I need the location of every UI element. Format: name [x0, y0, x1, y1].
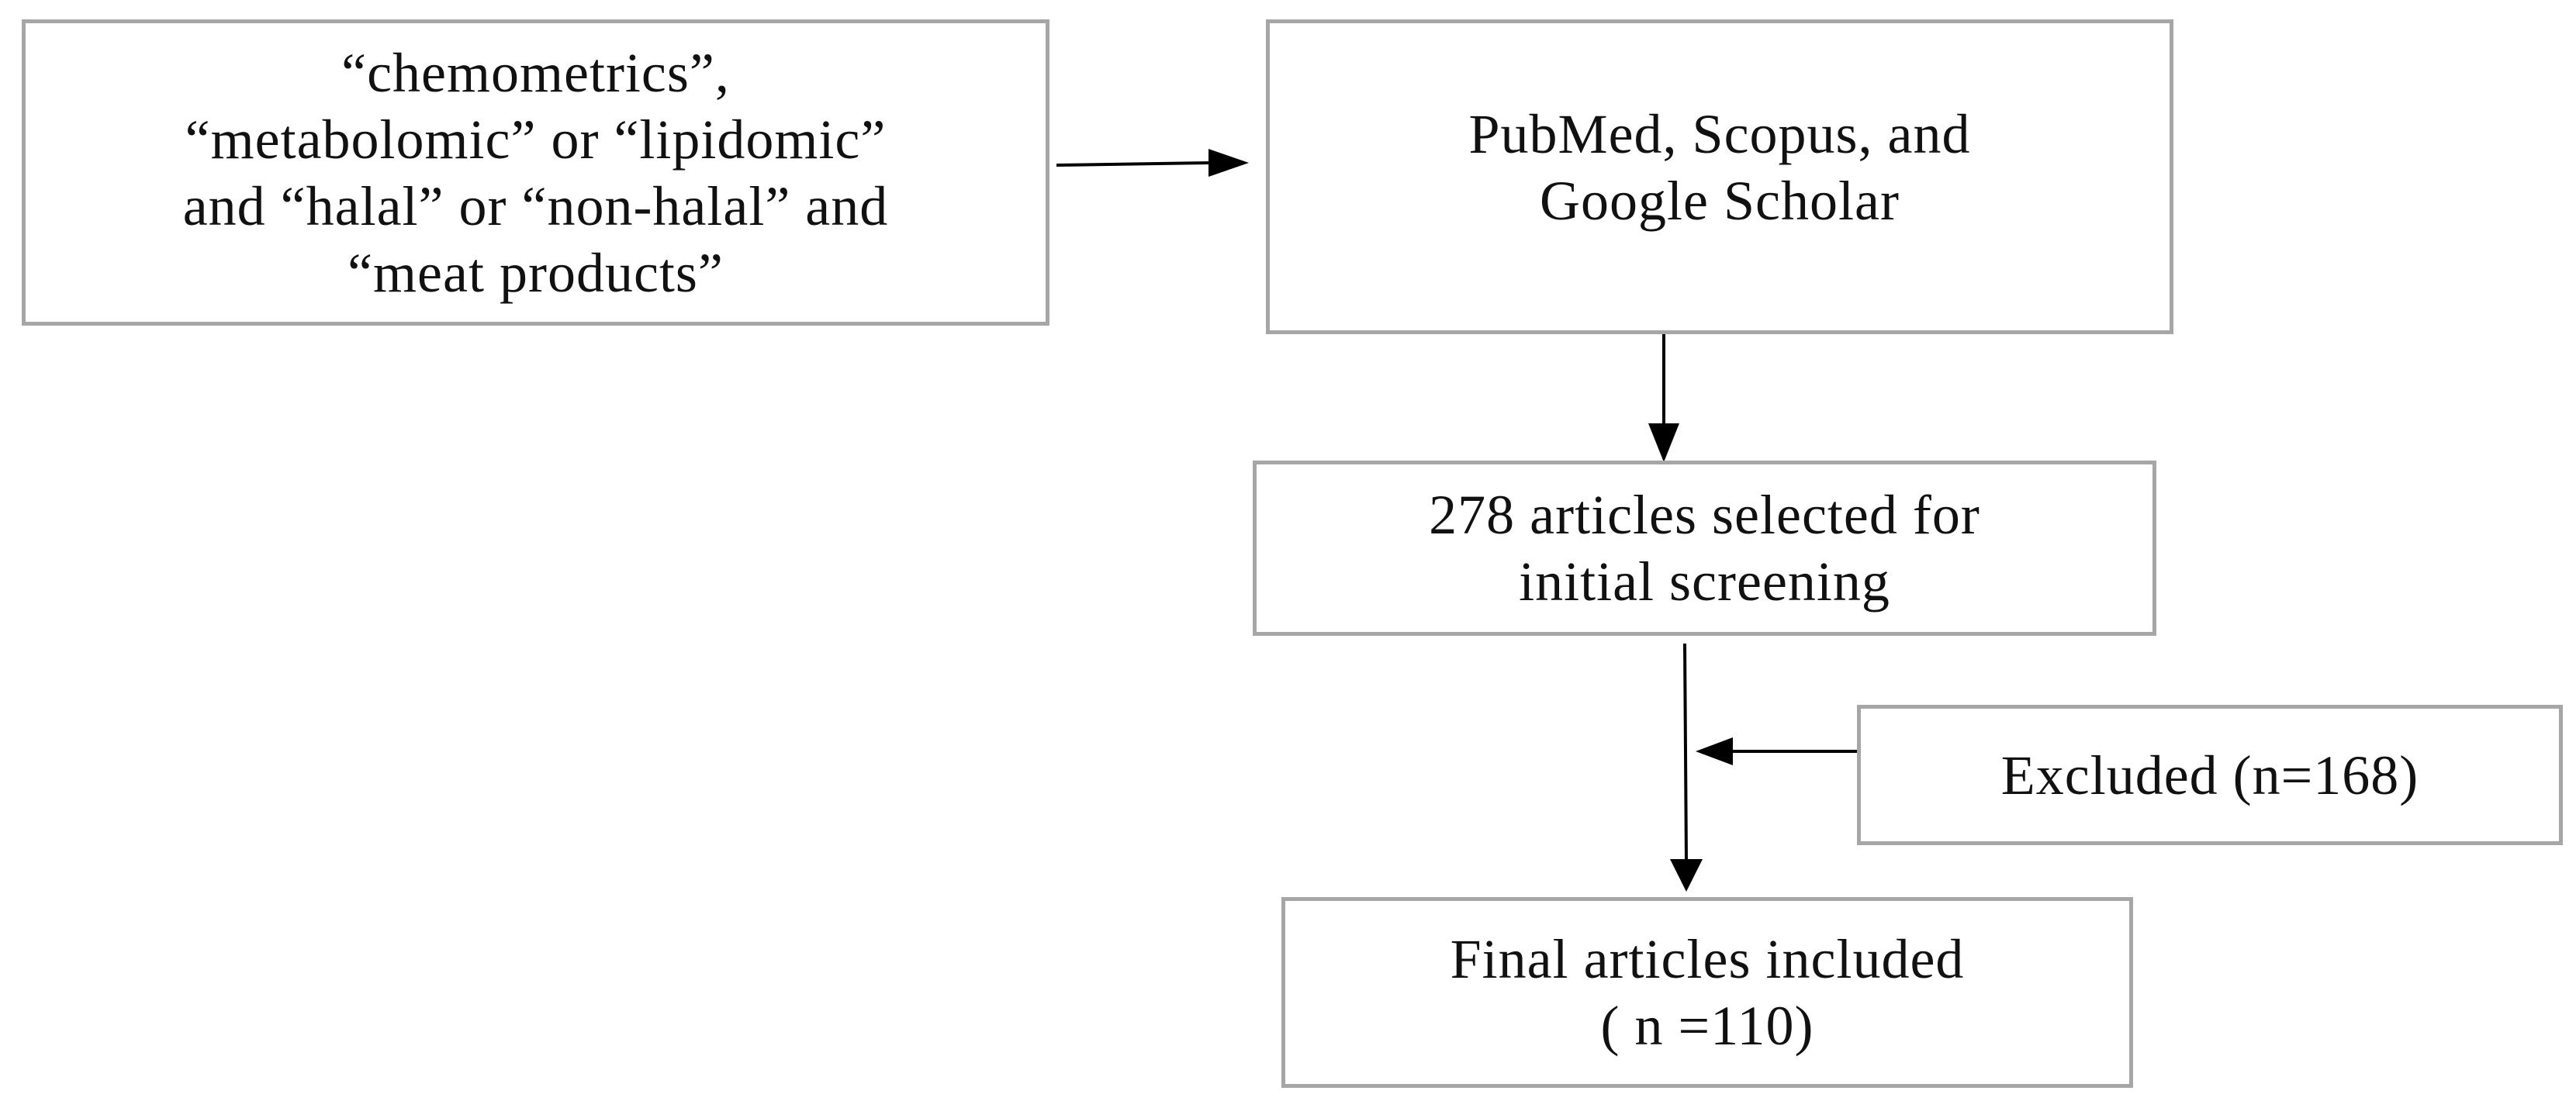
- screening-text: 278 articles selected for initial screen…: [1429, 482, 1980, 615]
- screening-box: 278 articles selected for initial screen…: [1253, 461, 2156, 636]
- arrow-search-to-databases: [1056, 149, 1249, 177]
- final-articles-line: ( n =110): [1600, 995, 1814, 1057]
- screening-line: 278 articles selected for: [1429, 484, 1980, 546]
- search-terms-text: “chemometrics”, “metabolomic” or “lipido…: [183, 40, 889, 306]
- final-articles-box: Final articles included ( n =110): [1281, 897, 2133, 1088]
- excluded-box: Excluded (n=168): [1857, 705, 2563, 845]
- final-articles-text: Final articles included ( n =110): [1451, 926, 1965, 1059]
- databases-box: PubMed, Scopus, and Google Scholar: [1266, 19, 2173, 334]
- databases-text: PubMed, Scopus, and Google Scholar: [1469, 101, 1971, 234]
- arrow-screening-to-final: [1670, 643, 1703, 892]
- excluded-line: Excluded (n=168): [2000, 744, 2419, 806]
- databases-line: PubMed, Scopus, and: [1468, 103, 1971, 165]
- arrow-databases-to-screening: [1648, 334, 1679, 462]
- search-terms-line: “meat products”: [348, 241, 724, 304]
- databases-line: Google Scholar: [1540, 170, 1900, 232]
- arrow-excluded: [1696, 737, 1857, 765]
- search-terms-line: “chemometrics”,: [341, 41, 730, 104]
- final-articles-line: Final articles included: [1450, 928, 1965, 990]
- screening-line: initial screening: [1519, 551, 1890, 613]
- search-terms-box: “chemometrics”, “metabolomic” or “lipido…: [22, 19, 1049, 326]
- excluded-text: Excluded (n=168): [2001, 742, 2419, 809]
- search-terms-line: and “halal” or “non-halal” and: [182, 174, 889, 237]
- search-terms-line: “metabolomic” or “lipidomic”: [185, 108, 887, 171]
